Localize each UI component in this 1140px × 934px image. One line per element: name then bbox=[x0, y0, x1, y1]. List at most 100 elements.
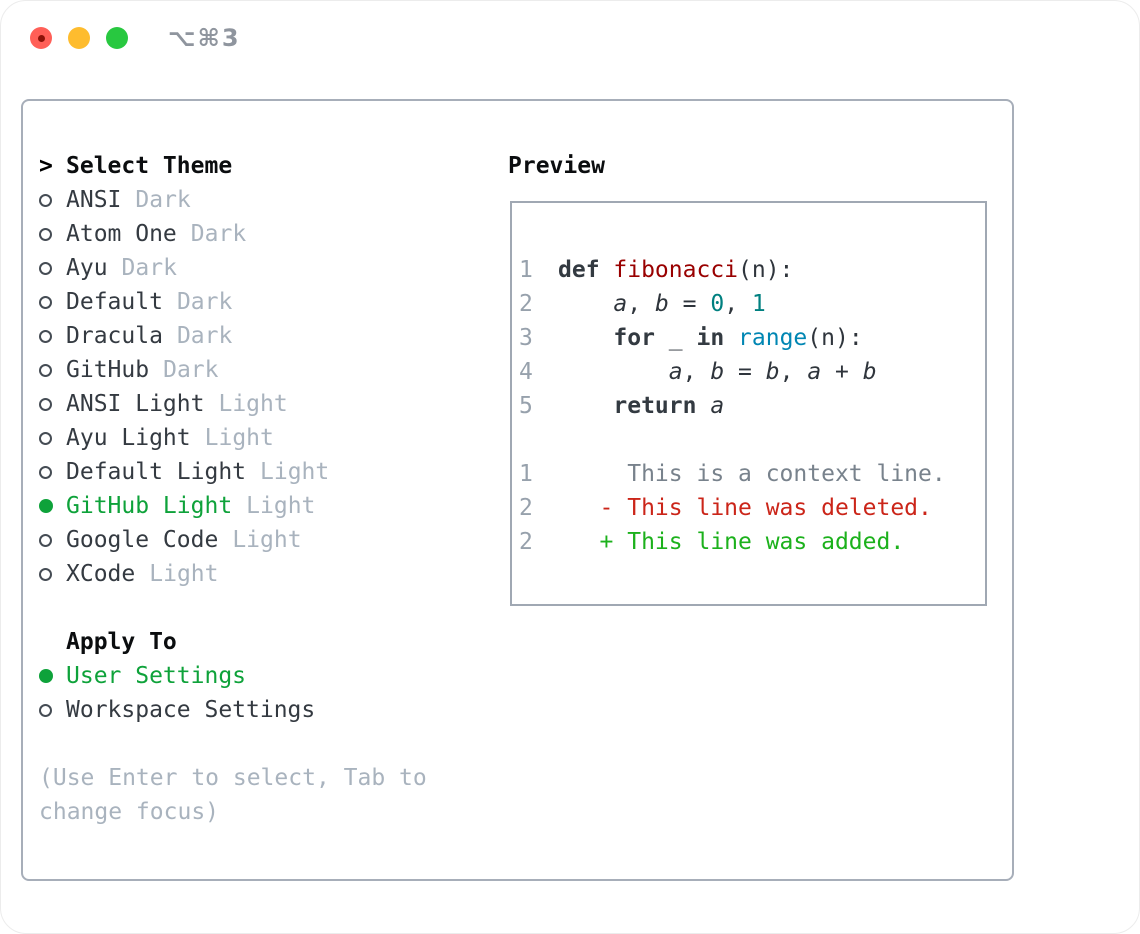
token-pl: _ bbox=[654, 325, 697, 351]
theme-name: Atom One bbox=[66, 221, 177, 247]
theme-option-default[interactable]: Default Dark bbox=[39, 285, 427, 319]
diff-text: - This line was deleted. bbox=[558, 495, 932, 521]
radio-icon bbox=[39, 227, 52, 241]
code-text: def fibonacci(n): bbox=[558, 257, 793, 283]
theme-name: Default bbox=[66, 289, 163, 315]
code-text: a, b = 0, 1 bbox=[558, 291, 766, 317]
radio-icon bbox=[39, 363, 52, 377]
theme-variant-tag: Light bbox=[204, 425, 274, 451]
theme-variant-tag: Light bbox=[232, 527, 302, 553]
token-var: a bbox=[710, 393, 725, 419]
theme-variant-tag: Light bbox=[218, 391, 288, 417]
radio-marker bbox=[39, 329, 66, 343]
token-pl: , bbox=[724, 291, 752, 317]
window-title-shortcut: ⌥⌘3 bbox=[168, 24, 241, 52]
theme-name: ANSI Light bbox=[66, 391, 205, 417]
theme-variant-tag: Dark bbox=[163, 357, 219, 383]
apply-option-user-settings[interactable]: User Settings bbox=[39, 659, 427, 693]
token-kw: def bbox=[558, 257, 614, 283]
line-number: 1 bbox=[519, 257, 533, 283]
code-line: 1 def fibonacci(n): bbox=[519, 253, 985, 287]
theme-variant-tag: Dark bbox=[176, 323, 233, 349]
theme-name: XCode bbox=[66, 561, 136, 587]
radio-marker bbox=[39, 431, 66, 445]
theme-name: GitHub bbox=[66, 357, 150, 383]
radio-marker bbox=[39, 567, 66, 581]
token-pl bbox=[558, 325, 613, 351]
radio-icon bbox=[39, 397, 52, 411]
radio-marker bbox=[39, 499, 66, 513]
theme-name: Default Light bbox=[66, 459, 247, 485]
theme-option-github[interactable]: GitHub Dark bbox=[39, 353, 427, 387]
token-pl: = bbox=[724, 359, 766, 385]
theme-name: Google Code bbox=[66, 527, 219, 553]
token-pl: (n): bbox=[807, 325, 863, 351]
radio-icon bbox=[39, 295, 52, 309]
code-line: 5 return a bbox=[519, 389, 985, 423]
code-diff-spacer bbox=[519, 423, 985, 457]
apply-name: User Settings bbox=[66, 663, 247, 689]
select-theme-header: > Select Theme bbox=[39, 149, 427, 183]
theme-name: Dracula bbox=[66, 323, 163, 349]
diff-text: This is a context line. bbox=[558, 461, 946, 487]
token-pl bbox=[558, 393, 613, 419]
radio-icon bbox=[39, 193, 52, 207]
token-var: a bbox=[613, 291, 628, 317]
token-pl bbox=[558, 359, 669, 385]
token-var: b bbox=[654, 291, 669, 317]
token-num: 0 bbox=[710, 291, 725, 317]
theme-option-atom-one[interactable]: Atom One Dark bbox=[39, 217, 427, 251]
token-var: b bbox=[710, 359, 725, 385]
apply-option-workspace-settings[interactable]: Workspace Settings bbox=[39, 693, 427, 727]
token-pl: + bbox=[821, 359, 863, 385]
radio-marker bbox=[39, 227, 66, 241]
line-number: 3 bbox=[519, 325, 533, 351]
zoom-button[interactable] bbox=[106, 27, 128, 49]
token-pl: , bbox=[627, 291, 655, 317]
token-bi: range bbox=[738, 325, 808, 351]
minimize-button[interactable] bbox=[68, 27, 90, 49]
theme-option-dracula[interactable]: Dracula Dark bbox=[39, 319, 427, 353]
theme-name: Ayu bbox=[66, 255, 108, 281]
line-number: 4 bbox=[519, 359, 533, 385]
theme-variant-tag: Dark bbox=[190, 221, 247, 247]
close-button[interactable] bbox=[30, 27, 52, 49]
theme-name: ANSI bbox=[66, 187, 122, 213]
radio-icon bbox=[39, 567, 52, 581]
token-pl: = bbox=[668, 291, 711, 317]
token-kw: in bbox=[696, 325, 725, 351]
line-number: 2 bbox=[519, 529, 533, 555]
theme-variant-tag: Dark bbox=[176, 289, 233, 315]
radio-marker bbox=[39, 397, 66, 411]
code-line: 3 for _ in range(n): bbox=[519, 321, 985, 355]
token-num: 1 bbox=[751, 291, 766, 317]
help-text: (Use Enter to select, Tab to change focu… bbox=[39, 761, 427, 829]
code-line: 2 a, b = 0, 1 bbox=[519, 287, 985, 321]
theme-option-ansi-light[interactable]: ANSI Light Light bbox=[39, 387, 427, 421]
token-pl: , bbox=[779, 359, 808, 385]
apply-to-label: Apply To bbox=[66, 629, 177, 655]
theme-name: GitHub Light bbox=[66, 493, 233, 519]
radio-marker bbox=[39, 703, 66, 717]
code-text: for _ in range(n): bbox=[558, 325, 863, 351]
theme-option-google-code[interactable]: Google Code Light bbox=[39, 523, 427, 557]
prompt-icon: > bbox=[39, 153, 53, 179]
token-fn: fibonacci bbox=[613, 257, 739, 283]
line-number: 2 bbox=[519, 291, 533, 317]
token-pl: (n): bbox=[738, 257, 794, 283]
token-pl bbox=[696, 393, 710, 419]
radio-icon bbox=[39, 533, 52, 547]
radio-marker bbox=[39, 193, 66, 207]
radio-icon bbox=[39, 261, 52, 275]
code-text: a, b = b, a + b bbox=[558, 359, 877, 385]
